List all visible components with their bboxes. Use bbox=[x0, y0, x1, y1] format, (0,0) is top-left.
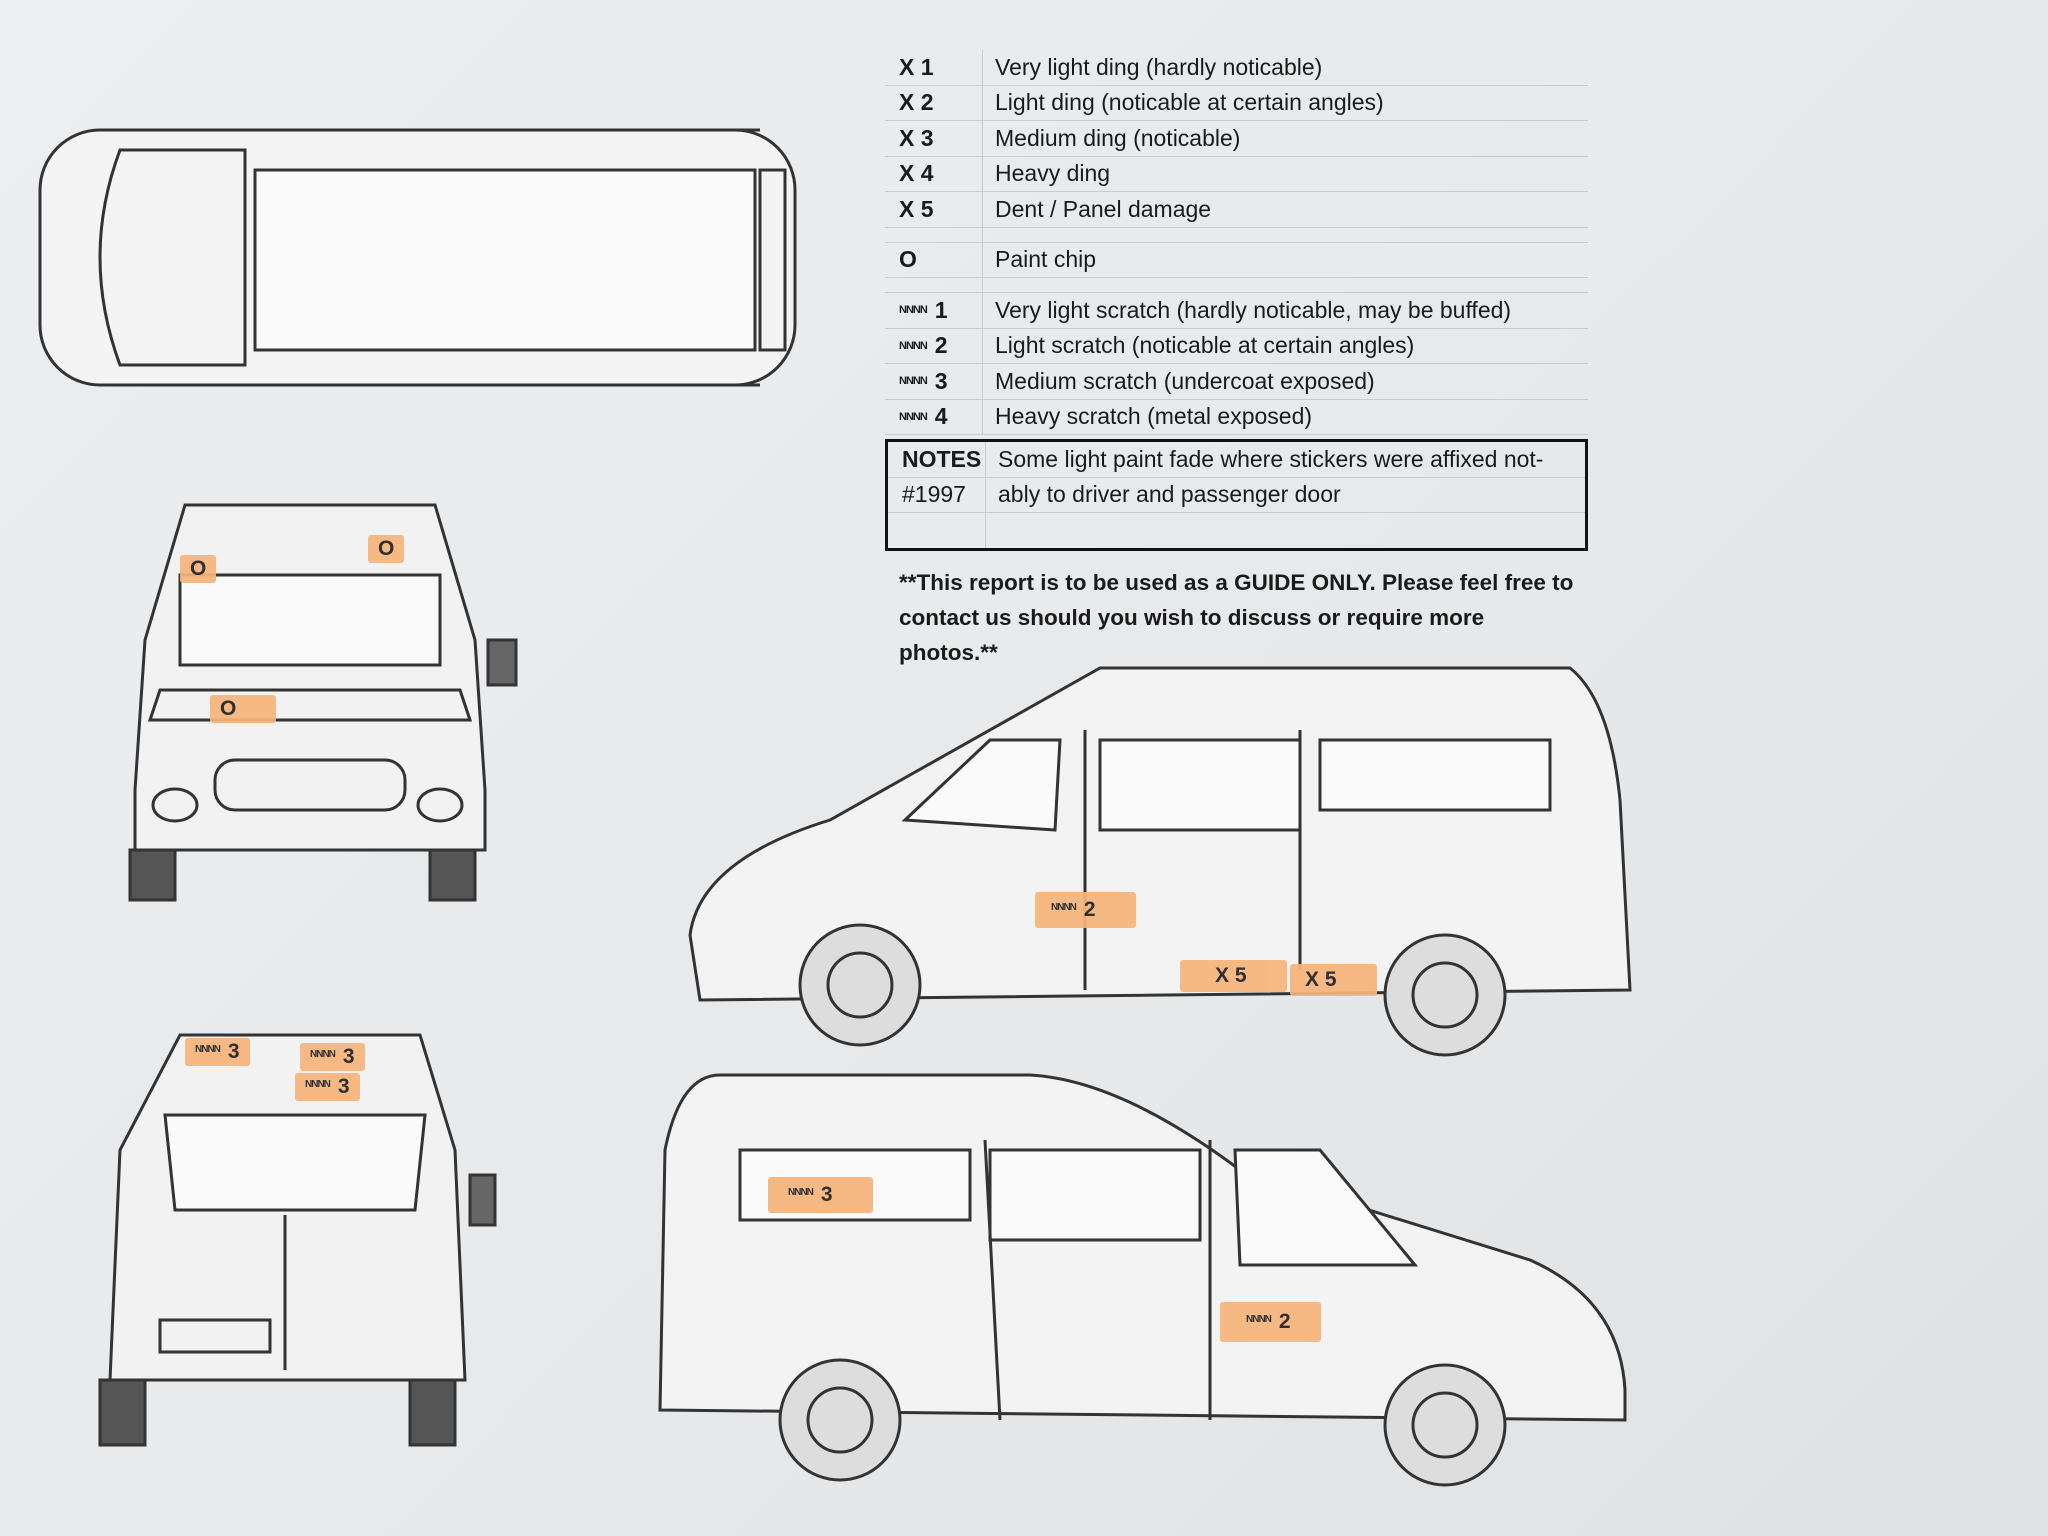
scratch-marker: NNNN 3 bbox=[295, 1073, 360, 1101]
van-side-view-right bbox=[658, 1073, 1627, 1487]
legend-code: X 3 bbox=[885, 121, 983, 156]
paint-chip-marker: O bbox=[368, 535, 405, 563]
legend-code: X 5 bbox=[885, 192, 983, 227]
scratch-symbol: NNNN bbox=[899, 339, 928, 352]
van-rear-view bbox=[98, 1033, 497, 1447]
legend-row: X 3 Medium ding (noticable) bbox=[885, 121, 1588, 157]
legend-code: X 4 bbox=[885, 156, 983, 191]
scratch-marker: NNNN 3 bbox=[300, 1043, 365, 1071]
empty-cell bbox=[888, 513, 986, 548]
notes-ref: #1997 bbox=[888, 477, 986, 512]
legend-desc: Medium scratch (undercoat exposed) bbox=[995, 367, 1375, 394]
legend-desc: Medium ding (noticable) bbox=[995, 124, 1241, 151]
legend-row: O Paint chip bbox=[885, 242, 1588, 278]
legend-desc: Dent / Panel damage bbox=[995, 195, 1212, 222]
notes-label: NOTES bbox=[888, 442, 986, 477]
scratch-marker: NNNN 3 bbox=[768, 1177, 873, 1213]
scratch-level: 2 bbox=[1083, 898, 1096, 921]
scratch-symbol: NNNN bbox=[899, 304, 928, 317]
notes-row: #1997 ably to driver and passenger door bbox=[888, 477, 1585, 513]
legend-desc: Very light scratch (hardly noticable, ma… bbox=[995, 296, 1512, 323]
scratch-symbol: NNNN bbox=[1246, 1314, 1272, 1325]
scratch-marker: NNNN 2 bbox=[1035, 892, 1136, 928]
legend-code-number: 3 bbox=[934, 367, 948, 394]
legend-spacer bbox=[885, 227, 1588, 243]
notes-box: NOTES Some light paint fade where sticker… bbox=[885, 439, 1588, 551]
scratch-symbol: NNNN bbox=[899, 375, 928, 388]
legend-desc: Very light ding (hardly noticable) bbox=[995, 53, 1323, 80]
damage-legend-table: X 1 Very light ding (hardly noticable) X … bbox=[885, 50, 1588, 670]
legend-code: O bbox=[885, 242, 983, 277]
legend-spacer bbox=[885, 278, 1588, 293]
scratch-level: 3 bbox=[342, 1045, 355, 1068]
legend-desc: Heavy scratch (metal exposed) bbox=[995, 403, 1313, 430]
paint-chip-marker: O bbox=[180, 555, 217, 583]
legend-code-number: 1 bbox=[934, 296, 948, 323]
legend-code: X 1 bbox=[885, 50, 983, 85]
scratch-symbol: NNNN bbox=[1051, 902, 1077, 913]
legend-row: X 5 Dent / Panel damage bbox=[885, 192, 1588, 228]
guide-disclaimer: **This report is to be used as a GUIDE O… bbox=[885, 565, 1588, 670]
legend-row: NNNN 1 Very light scratch (hardly noticabl… bbox=[885, 293, 1588, 329]
legend-desc: Heavy ding bbox=[995, 160, 1111, 187]
legend-row: X 4 Heavy ding bbox=[885, 156, 1588, 192]
scratch-symbol: NNNN bbox=[305, 1079, 331, 1090]
legend-desc: Light ding (noticable at certain angles) bbox=[995, 89, 1384, 116]
legend-desc: Light scratch (noticable at certain angl… bbox=[995, 332, 1415, 359]
van-front-view bbox=[128, 503, 518, 902]
notes-text-line2: ably to driver and passenger door bbox=[998, 481, 1341, 508]
scratch-level: 2 bbox=[1278, 1310, 1291, 1333]
scratch-symbol: NNNN bbox=[788, 1187, 814, 1198]
scratch-marker: NNNN 2 bbox=[1220, 1302, 1321, 1342]
spacer-cell bbox=[885, 227, 983, 242]
van-side-view-left bbox=[688, 666, 1632, 1057]
legend-desc: Paint chip bbox=[995, 246, 1097, 273]
scratch-level: 3 bbox=[820, 1183, 833, 1206]
legend-code-number: 4 bbox=[934, 403, 948, 430]
legend-row: X 2 Light ding (noticable at certain angl… bbox=[885, 85, 1588, 121]
notes-row: NOTES Some light paint fade where sticker… bbox=[888, 442, 1585, 478]
legend-row: NNNN 3 Medium scratch (undercoat exposed) bbox=[885, 364, 1588, 400]
guide-line2: contact us should you wish to discuss or… bbox=[899, 604, 1485, 665]
paint-chip-marker: O bbox=[210, 695, 277, 723]
guide-line1: **This report is to be used as a GUIDE O… bbox=[899, 569, 1574, 595]
dent-marker: X 5 bbox=[1290, 964, 1377, 996]
van-top-view bbox=[38, 128, 797, 387]
spacer-cell bbox=[885, 278, 983, 292]
notes-row-empty bbox=[888, 513, 1585, 548]
scratch-symbol: NNNN bbox=[899, 410, 928, 423]
legend-code: NNNN 2 bbox=[885, 328, 983, 363]
legend-code-number: 2 bbox=[934, 332, 948, 359]
legend-code: NNNN 3 bbox=[885, 364, 983, 399]
legend-row: X 1 Very light ding (hardly noticable) bbox=[885, 50, 1588, 86]
legend-code: NNNN 1 bbox=[885, 293, 983, 328]
scratch-marker: NNNN 3 bbox=[185, 1038, 250, 1066]
scratch-level: 3 bbox=[337, 1075, 350, 1098]
notes-text-line1: Some light paint fade where stickers wer… bbox=[998, 445, 1544, 472]
legend-code: X 2 bbox=[885, 85, 983, 120]
dent-marker: X 5 bbox=[1180, 960, 1287, 992]
legend-code: NNNN 4 bbox=[885, 399, 983, 434]
scratch-symbol: NNNN bbox=[310, 1049, 336, 1060]
scratch-level: 3 bbox=[227, 1040, 240, 1063]
legend-row: NNNN 2 Light scratch (noticable at certain… bbox=[885, 328, 1588, 364]
legend-row: NNNN 4 Heavy scratch (metal exposed) bbox=[885, 399, 1588, 435]
scratch-symbol: NNNN bbox=[195, 1044, 221, 1055]
